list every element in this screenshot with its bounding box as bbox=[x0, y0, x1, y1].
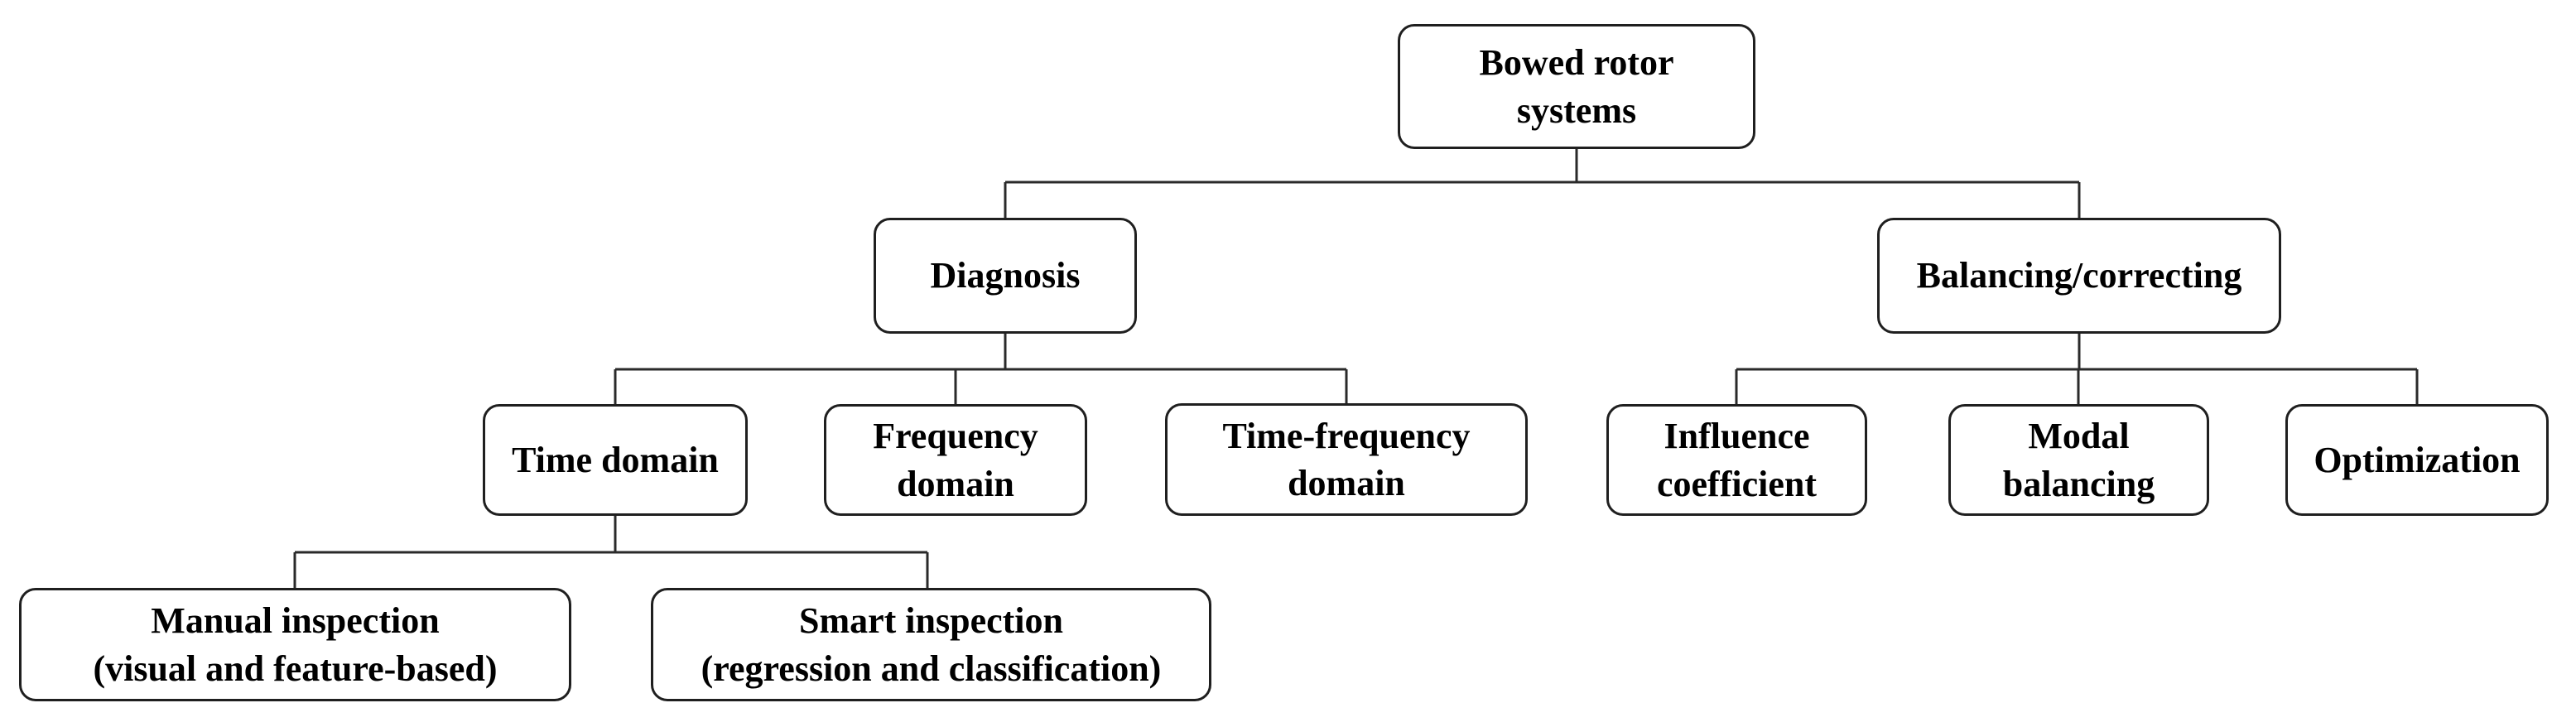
tree-node-balancing-correcting: Balancing/correcting bbox=[1877, 218, 2281, 334]
tree-node-manual-inspection: Manual inspection (visual and feature-ba… bbox=[19, 588, 571, 701]
connector-level-2-right bbox=[1735, 334, 2419, 404]
connector-level-2-left bbox=[614, 334, 1348, 404]
tree-node-diagnosis: Diagnosis bbox=[874, 218, 1137, 334]
tree-node-frequency-domain: Frequency domain bbox=[824, 404, 1087, 516]
tree-node-influence-coefficient: Influence coefficient bbox=[1606, 404, 1867, 516]
tree-node-modal-balancing: Modal balancing bbox=[1948, 404, 2209, 516]
tree-node-time-frequency-domain: Time-frequency domain bbox=[1165, 403, 1528, 516]
tree-node-optimization: Optimization bbox=[2285, 404, 2549, 516]
connector-level-1 bbox=[1004, 149, 2081, 218]
tree-node-smart-inspection: Smart inspection (regression and classif… bbox=[651, 588, 1211, 701]
connector-level-3 bbox=[293, 516, 929, 588]
tree-node-bowed-rotor-systems: Bowed rotor systems bbox=[1398, 24, 1755, 149]
tree-node-time-domain: Time domain bbox=[483, 404, 748, 516]
